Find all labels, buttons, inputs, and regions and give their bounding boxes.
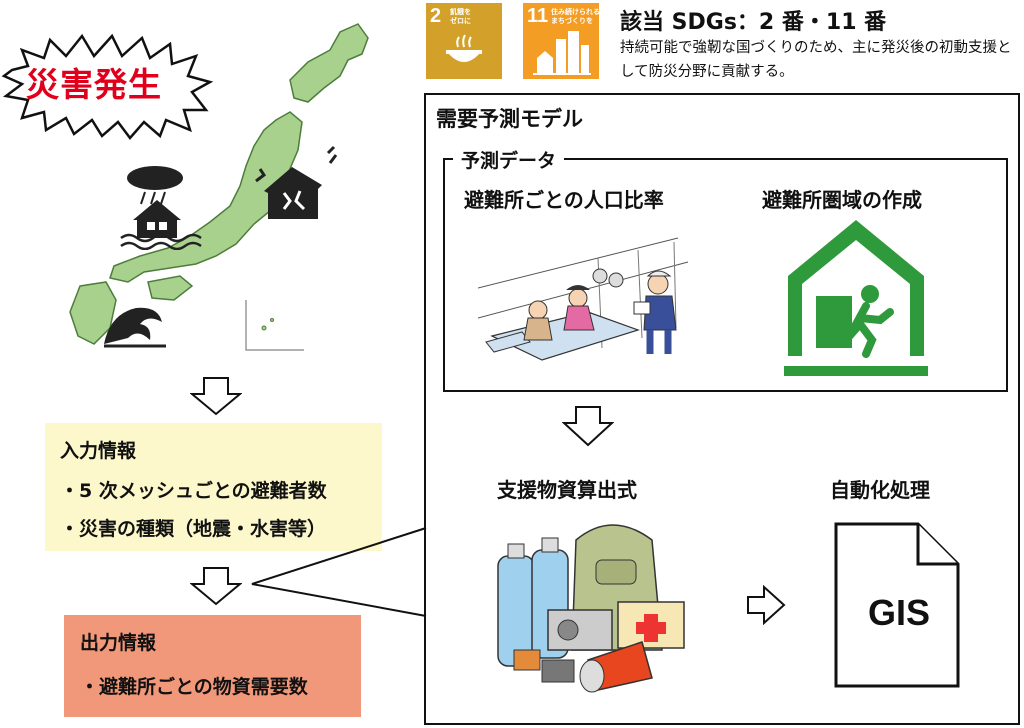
flood-house-icon <box>120 166 202 250</box>
down-arrow-3-icon <box>562 406 614 447</box>
down-arrow-1-icon <box>190 377 242 416</box>
earthquake-house-icon <box>255 145 338 219</box>
output-info-title: 出力情報 <box>80 632 157 654</box>
predict-data-frame <box>443 158 1008 392</box>
sdg-title: 該当 SDGs：2 番・11 番 <box>620 10 887 35</box>
output-item-1: ・避難所ごとの物資需要数 <box>80 676 308 698</box>
input-item-2: ・災害の種類（地震・水害等） <box>60 518 327 540</box>
down-arrow-2-icon <box>190 567 242 606</box>
supply-calc-label: 支援物資算出式 <box>497 478 637 502</box>
emergency-exit-shelter-icon <box>784 220 928 376</box>
sdg-goal-11-number: 11 <box>527 5 549 27</box>
evacuees-illustration <box>478 237 689 361</box>
tsunami-wave-icon <box>104 307 166 348</box>
city-buildings-icon <box>533 31 591 75</box>
sdg-goal-2-number: 2 <box>430 5 442 27</box>
sdg-goal-2-caption: 飢餓を ゼロに <box>450 8 471 25</box>
japan-map <box>69 23 369 351</box>
sdg-goal-2-tile: 2 飢餓を ゼロに <box>426 3 502 79</box>
relief-supplies-illustration <box>497 524 685 693</box>
right-arrow-icon <box>747 585 786 625</box>
predict-data-title: 予測データ <box>453 146 565 173</box>
gis-document-icon <box>834 522 960 688</box>
input-info-title: 入力情報 <box>60 440 137 462</box>
output-info-box <box>64 615 361 717</box>
demand-model-frame <box>424 93 1020 725</box>
sdg-goal-11-caption: 住み続けられる まちづくりを <box>551 8 600 25</box>
demand-model-title: 需要予測モデル <box>436 107 583 131</box>
callout-lines <box>251 527 427 617</box>
input-info-box <box>45 423 382 551</box>
bowl-icon <box>446 34 482 62</box>
automation-label: 自動化処理 <box>830 478 930 502</box>
sdg-description: 持続可能で強靭な国づくりのため、主に発災後の初動支援として防災分野に貢献する。 <box>620 40 1012 80</box>
shelter-area-label: 避難所圏域の作成 <box>762 188 922 212</box>
shelter-population-ratio-label: 避難所ごとの人口比率 <box>464 188 664 212</box>
sdg-goal-11-tile: 11 住み続けられる まちづくりを <box>523 3 600 79</box>
disaster-label: 災害発生 <box>26 65 162 104</box>
disaster-burst-icon <box>1 33 214 140</box>
input-item-1: ・5 次メッシュごとの避難者数 <box>60 480 327 502</box>
gis-label: GIS <box>868 592 931 633</box>
